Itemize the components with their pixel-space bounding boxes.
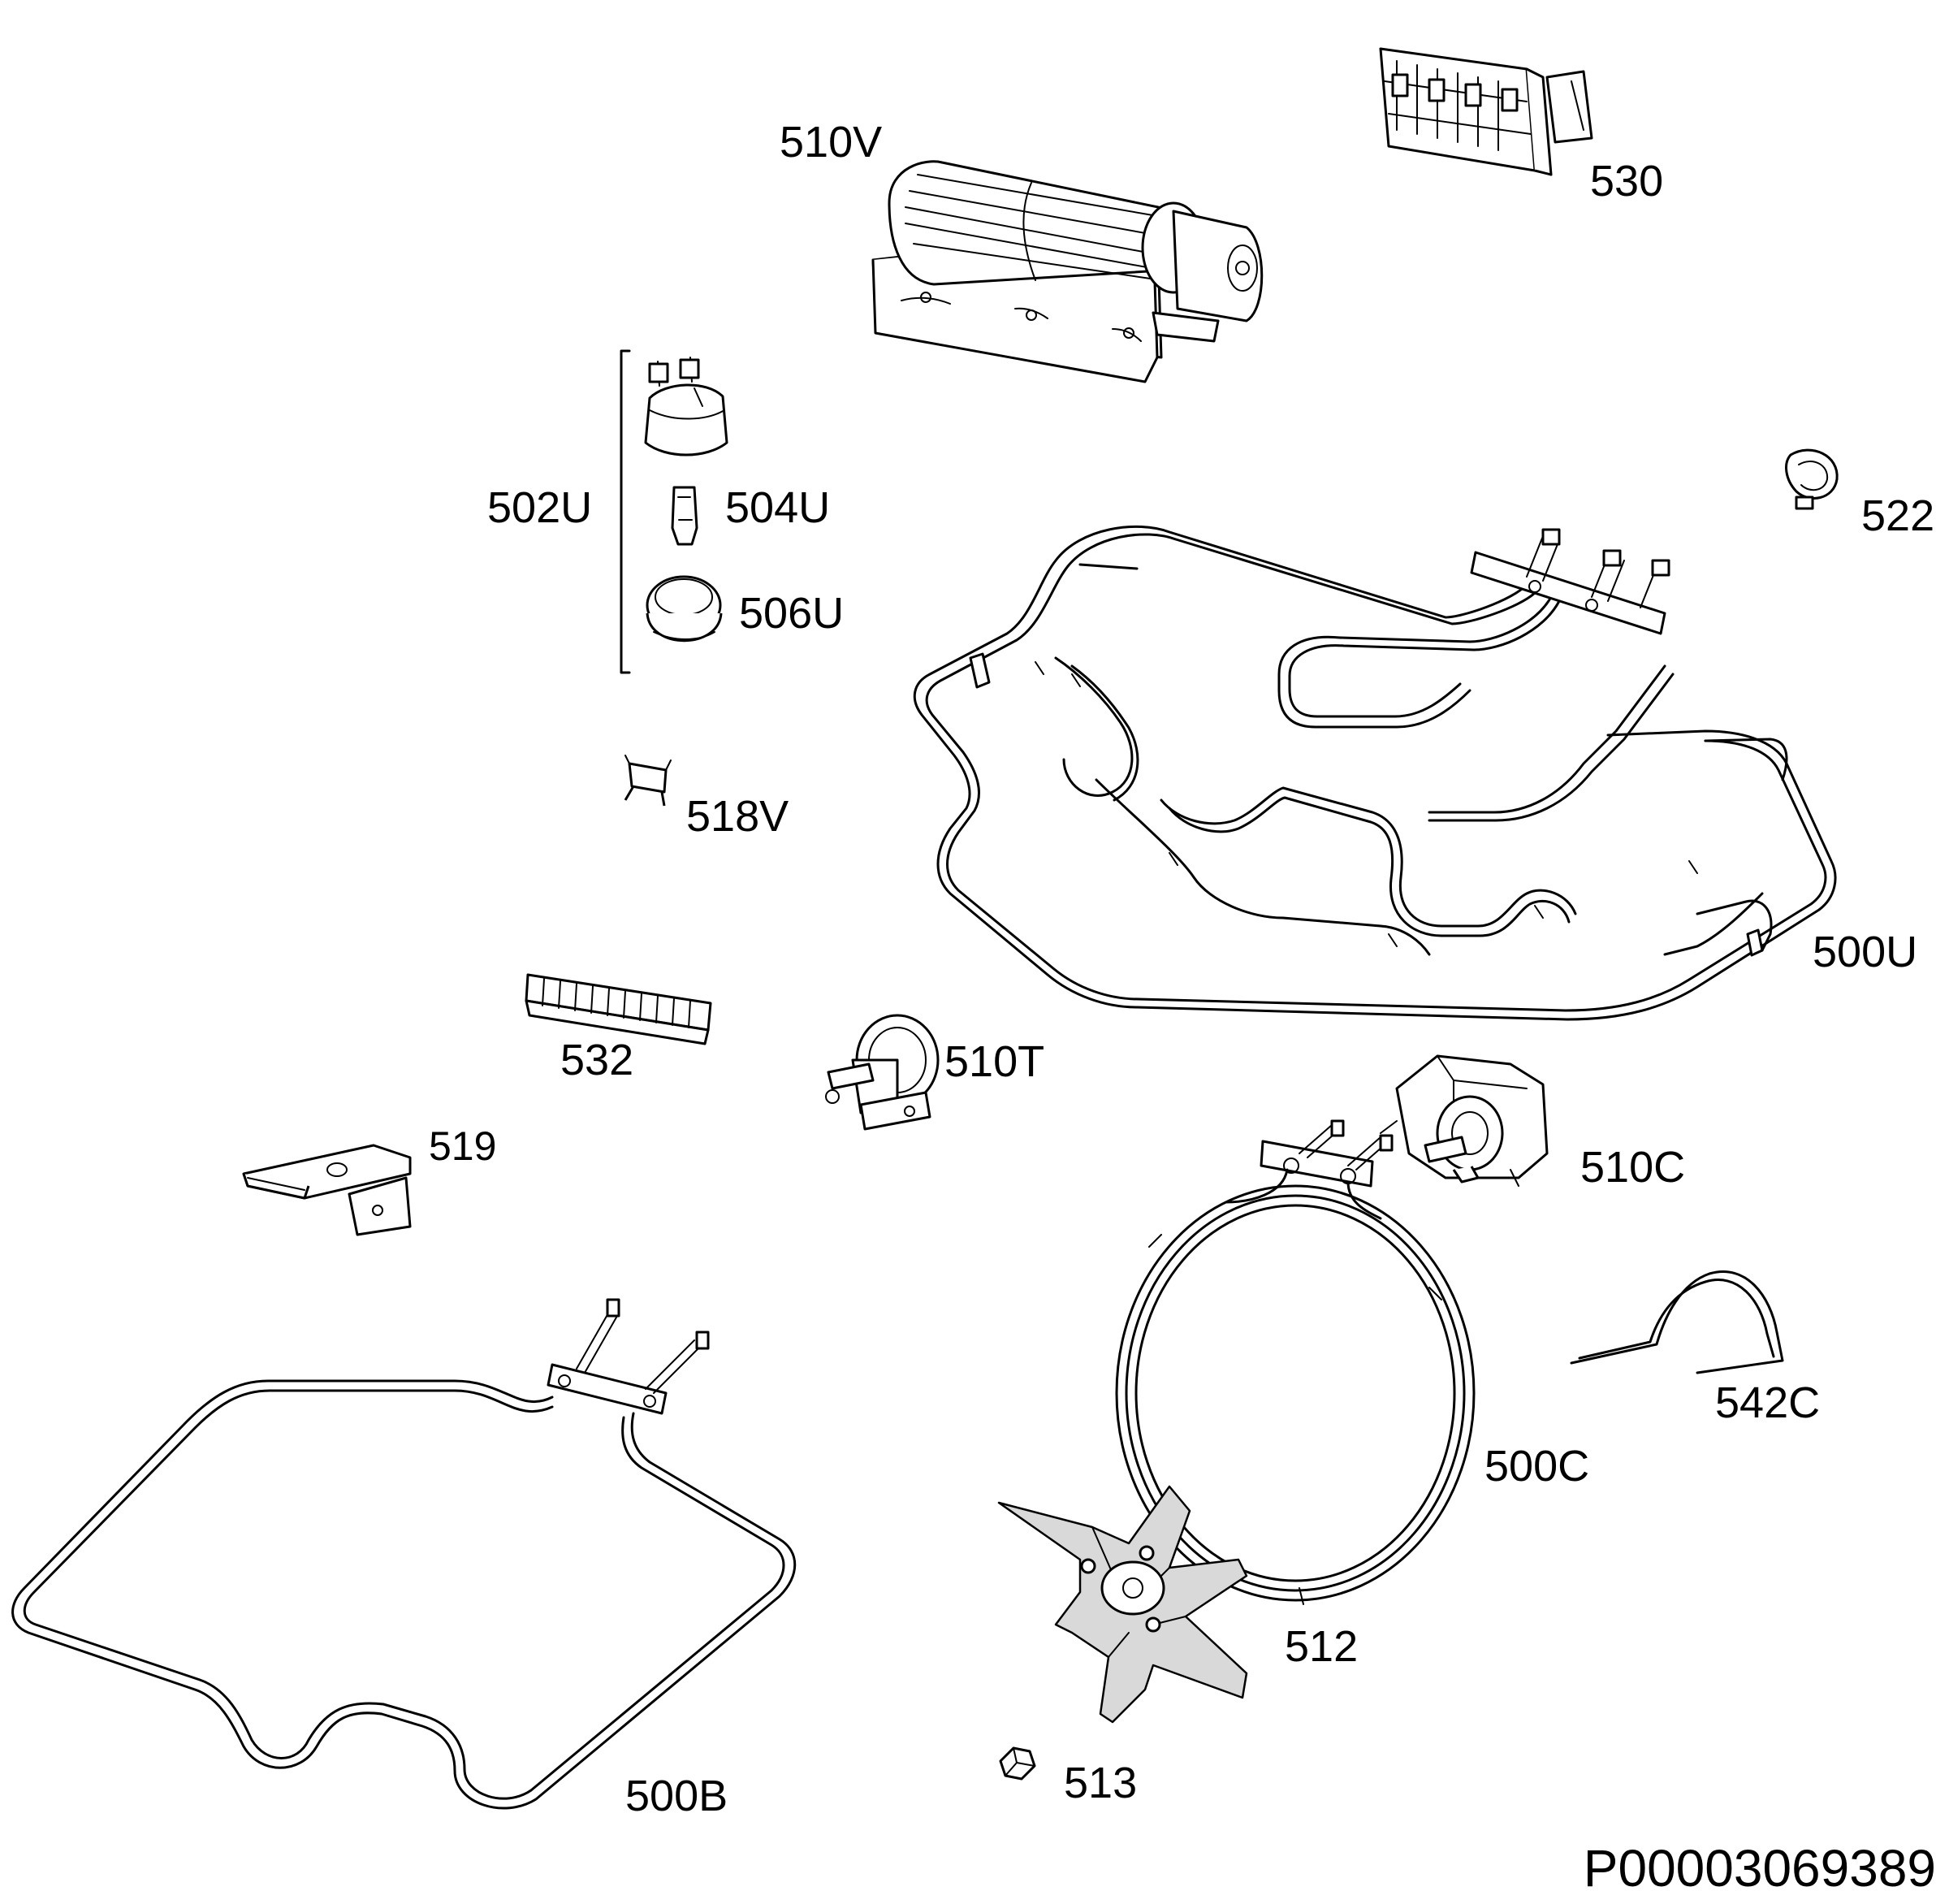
label-510c: 510C (1580, 1143, 1686, 1192)
timer-motor-drawing (825, 1014, 940, 1131)
label-532: 532 (560, 1036, 634, 1084)
lamp-bulb-drawing (671, 486, 698, 546)
connector-strip-drawing (525, 973, 712, 1045)
label-542c: 542C (1715, 1378, 1821, 1427)
spring-clip-drawing (1570, 1270, 1784, 1374)
bottom-heating-element-drawing (11, 1298, 797, 1810)
group-bracket-502u (620, 349, 631, 674)
label-530: 530 (1590, 157, 1664, 206)
lamp-cover-drawing (646, 575, 723, 643)
label-500u: 500U (1813, 928, 1918, 976)
label-504u: 504U (725, 483, 831, 532)
upper-heating-element-drawing (913, 525, 1837, 1021)
nut-drawing (999, 1746, 1036, 1781)
label-519: 519 (429, 1123, 497, 1169)
terminal-block-drawing (1379, 47, 1593, 176)
label-506u: 506U (739, 589, 845, 638)
tangential-fan-drawing (871, 160, 1264, 383)
clamp-ring-drawing (1785, 448, 1839, 510)
circular-heating-element-drawing (1115, 1119, 1476, 1605)
label-510t: 510T (944, 1037, 1045, 1086)
lamp-holder-drawing (644, 357, 728, 457)
label-510v: 510V (780, 118, 883, 167)
label-500b: 500B (625, 1772, 728, 1820)
bracket-drawing (242, 1144, 412, 1236)
clip-drawing (624, 755, 672, 807)
label-513: 513 (1064, 1759, 1138, 1807)
label-518v: 518V (686, 792, 789, 841)
label-522: 522 (1861, 491, 1935, 540)
label-500c: 500C (1484, 1442, 1590, 1491)
fan-motor-drawing (1380, 1054, 1549, 1187)
document-id: P00003069389 (1583, 1839, 1936, 1898)
label-502u: 502U (487, 483, 593, 532)
fan-blade-drawing (997, 1485, 1248, 1724)
label-512: 512 (1285, 1622, 1359, 1671)
